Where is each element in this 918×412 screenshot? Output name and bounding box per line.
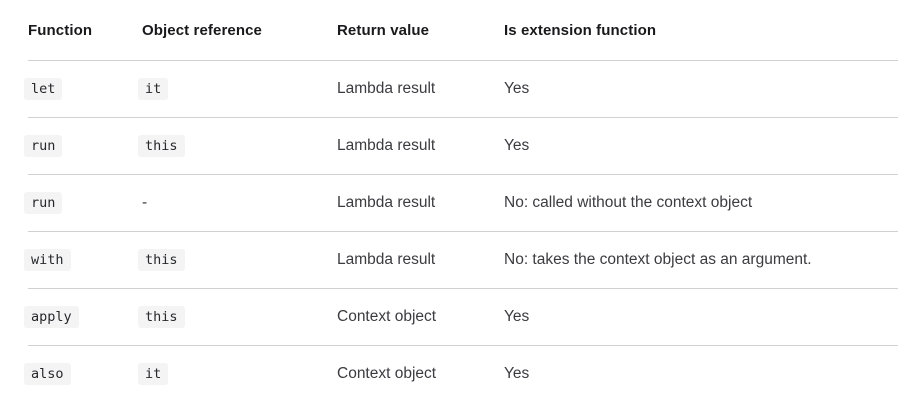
column-header-is-extension-function: Is extension function — [504, 12, 898, 61]
column-header-function: Function — [28, 12, 142, 61]
cell-object-reference: it — [138, 346, 337, 403]
cell-object-reference: this — [138, 231, 337, 289]
object-reference-code-chip: it — [138, 363, 169, 385]
cell-is-extension-function: Yes — [504, 288, 898, 346]
cell-object-reference: this — [138, 117, 337, 175]
cell-function: with — [24, 231, 142, 289]
function-code-chip: let — [24, 78, 63, 100]
cell-function: apply — [24, 288, 142, 346]
column-header-return-value: Return value — [337, 12, 504, 61]
table-row: apply this Context object Yes — [24, 288, 898, 346]
cell-return-value: Context object — [337, 365, 437, 382]
cell-return-value: Context object — [337, 288, 504, 346]
function-code-chip: apply — [24, 306, 79, 328]
cell-return-value: Lambda result — [337, 231, 504, 289]
table-row: also it Context object Yes — [24, 346, 898, 403]
cell-function: also — [24, 346, 142, 403]
cell-is-extension-function: Yes — [504, 365, 530, 382]
cell-function: run — [24, 117, 142, 175]
cell-object-reference: - — [142, 174, 337, 232]
cell-function: run — [24, 174, 142, 232]
cell-function: let — [24, 60, 142, 118]
function-code-chip: run — [24, 135, 63, 157]
scope-functions-table: Function Object reference Return value I… — [24, 12, 898, 403]
cell-is-extension-function: Yes — [504, 117, 898, 175]
cell-is-extension-function: No: called without the context object — [504, 174, 898, 232]
object-reference-code-chip: this — [138, 135, 185, 157]
table-row: run - Lambda result No: called without t… — [24, 174, 898, 232]
cell-object-reference: this — [138, 288, 337, 346]
object-reference-dash: - — [142, 194, 148, 211]
object-reference-code-chip: it — [138, 78, 169, 100]
cell-return-value: Lambda result — [337, 117, 504, 175]
table-header-row: Function Object reference Return value I… — [28, 12, 898, 61]
cell-return-value: Lambda result — [337, 60, 504, 118]
function-code-chip: also — [24, 363, 71, 385]
object-reference-code-chip: this — [138, 249, 185, 271]
table-row: with this Lambda result No: takes the co… — [24, 231, 898, 289]
table-row: run this Lambda result Yes — [24, 117, 898, 175]
cell-object-reference: it — [138, 60, 337, 118]
cell-is-extension-function: No: takes the context object as an argum… — [504, 231, 898, 289]
cell-return-value: Lambda result — [337, 174, 504, 232]
cell-is-extension-function: Yes — [504, 60, 898, 118]
function-code-chip: run — [24, 192, 63, 214]
function-code-chip: with — [24, 249, 71, 271]
table-row: let it Lambda result Yes — [24, 60, 898, 118]
column-header-object-reference: Object reference — [142, 12, 337, 61]
object-reference-code-chip: this — [138, 306, 185, 328]
